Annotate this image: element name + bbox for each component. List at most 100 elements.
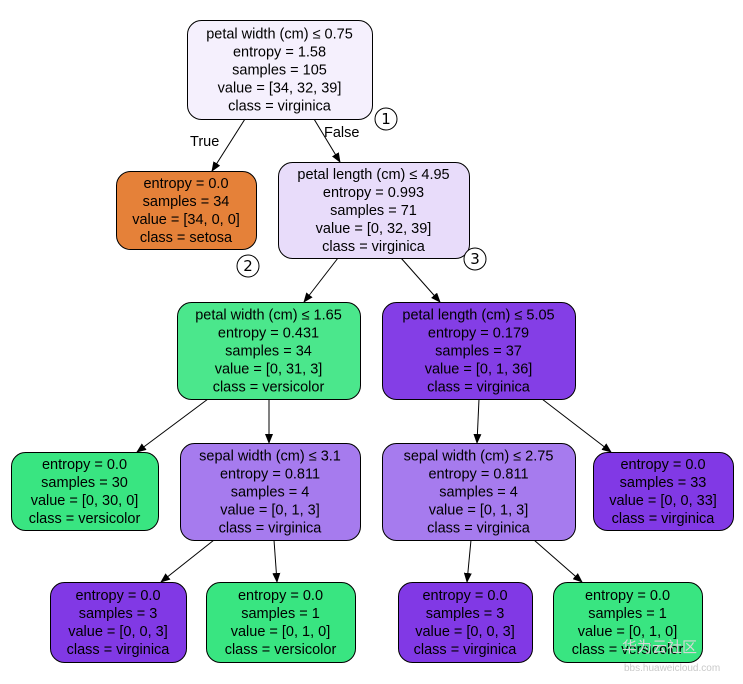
node-line: value = [0, 1, 3] [220, 503, 320, 519]
node-line: entropy = 0.811 [428, 467, 528, 483]
node-line: class = versicolor [572, 642, 684, 658]
node-line: value = [34, 32, 39] [218, 81, 342, 97]
edge-n2-n3 [303, 257, 339, 303]
node-box [593, 452, 734, 531]
node-line: petal width (cm) ≤ 1.65 [195, 308, 342, 324]
step-marker-icon: 1 [374, 107, 398, 131]
node-line: class = versicolor [29, 511, 141, 527]
tree-node-n10: entropy = 0.0 samples = 1 value = [0, 1, 0… [206, 582, 356, 663]
node-box [50, 582, 187, 663]
node-box [382, 302, 576, 400]
edge-n3-n5 [136, 398, 209, 453]
edge-n7-n11 [463, 539, 472, 583]
node-line: petal width (cm) ≤ 0.75 [206, 27, 353, 43]
node-line: class = virginica [219, 521, 323, 537]
node-line: petal length (cm) ≤ 4.95 [297, 167, 449, 183]
node-line: class = setosa [140, 230, 233, 246]
watermark-cn-text: 华为云社区 [622, 638, 697, 656]
node-line: entropy = 0.0 [620, 457, 705, 473]
node-line: class = virginica [414, 642, 518, 658]
node-line: entropy = 0.993 [323, 185, 424, 201]
node-line: entropy = 0.0 [75, 588, 160, 604]
node-line: samples = 34 [225, 344, 312, 360]
step-marker-label: 1 [381, 110, 391, 128]
node-line: value = [0, 32, 39] [316, 221, 432, 237]
node-line: entropy = 0.0 [42, 457, 127, 473]
watermark: 华为云社区 bbs.huaweicloud.com [622, 638, 720, 674]
node-line: value = [34, 0, 0] [132, 212, 240, 228]
node-line: class = virginica [427, 380, 531, 396]
node-line: samples = 71 [330, 203, 417, 219]
tree-node-n8: entropy = 0.0 samples = 33 value = [0, 0, … [593, 452, 734, 531]
edge-n4-n7 [473, 398, 482, 444]
node-line: value = [0, 0, 3] [68, 624, 168, 640]
node-line: entropy = 0.811 [220, 467, 320, 483]
node-line: value = [0, 31, 3] [215, 362, 323, 378]
node-line: entropy = 0.0 [143, 176, 228, 192]
edge-n0-n1 [211, 118, 246, 172]
node-box [180, 443, 361, 541]
node-line: petal length (cm) ≤ 5.05 [402, 308, 554, 324]
node-line: value = [0, 1, 36] [425, 362, 533, 378]
edge-n4-n8 [541, 398, 612, 453]
node-box [177, 302, 361, 400]
watermark-url-text: bbs.huaweicloud.com [624, 663, 720, 674]
node-line: value = [0, 0, 33] [609, 493, 717, 509]
step-marker-label: 2 [243, 257, 253, 275]
node-line: samples = 3 [426, 606, 505, 622]
node-line: entropy = 1.58 [233, 45, 326, 61]
node-line: entropy = 0.179 [428, 326, 529, 342]
nodes-layer: petal width (cm) ≤ 0.75 entropy = 1.58 sam… [11, 20, 734, 663]
edge-n6-n10 [272, 539, 281, 583]
edge-n7-n12 [533, 539, 583, 583]
tree-node-n11: entropy = 0.0 samples = 3 value = [0, 0, 3… [398, 582, 533, 663]
tree-node-n9: entropy = 0.0 samples = 3 value = [0, 0, 3… [50, 582, 187, 663]
node-box [398, 582, 533, 663]
node-line: samples = 4 [231, 485, 310, 501]
step-marker-icon: 3 [463, 247, 487, 271]
step-marker-label: 3 [470, 250, 480, 268]
node-line: value = [0, 1, 0] [231, 624, 331, 640]
node-box [206, 582, 356, 663]
edge-label-false: False [324, 125, 359, 141]
node-line: class = virginica [322, 239, 426, 255]
tree-node-n0: petal width (cm) ≤ 0.75 entropy = 1.58 sam… [187, 20, 373, 120]
node-box [278, 162, 470, 259]
node-line: samples = 3 [79, 606, 158, 622]
edge-n2-n4 [400, 257, 441, 303]
node-line: samples = 30 [41, 475, 128, 491]
node-line: value = [0, 1, 3] [429, 503, 529, 519]
step-marker-icon: 2 [236, 254, 260, 278]
node-line: class = virginica [427, 521, 531, 537]
node-line: sepal width (cm) ≤ 3.1 [199, 449, 341, 465]
tree-node-n6: sepal width (cm) ≤ 3.1 entropy = 0.811 sam… [180, 443, 361, 541]
node-line: samples = 1 [241, 606, 320, 622]
node-line: sepal width (cm) ≤ 2.75 [404, 449, 554, 465]
node-line: class = versicolor [225, 642, 337, 658]
node-line: class = virginica [67, 642, 171, 658]
node-line: value = [0, 1, 0] [578, 624, 678, 640]
node-box [553, 582, 703, 663]
node-line: class = versicolor [213, 380, 325, 396]
tree-node-n2: petal length (cm) ≤ 4.95 entropy = 0.993 s… [278, 162, 470, 259]
node-box [382, 443, 576, 541]
tree-node-n7: sepal width (cm) ≤ 2.75 entropy = 0.811 sa… [382, 443, 576, 541]
node-line: samples = 105 [232, 63, 327, 79]
edge-label-true: True [190, 134, 219, 150]
node-line: samples = 34 [143, 194, 230, 210]
node-line: value = [0, 30, 0] [31, 493, 139, 509]
edges-layer: True False [136, 118, 612, 583]
node-box [116, 171, 257, 250]
node-line: class = virginica [612, 511, 716, 527]
node-line: entropy = 0.0 [238, 588, 323, 604]
node-line: value = [0, 0, 3] [415, 624, 515, 640]
node-box [187, 20, 373, 120]
node-line: entropy = 0.0 [422, 588, 507, 604]
node-line: samples = 33 [620, 475, 707, 491]
edge-n0-n2 [313, 118, 341, 163]
node-line: samples = 4 [439, 485, 518, 501]
node-line: class = virginica [228, 99, 332, 115]
